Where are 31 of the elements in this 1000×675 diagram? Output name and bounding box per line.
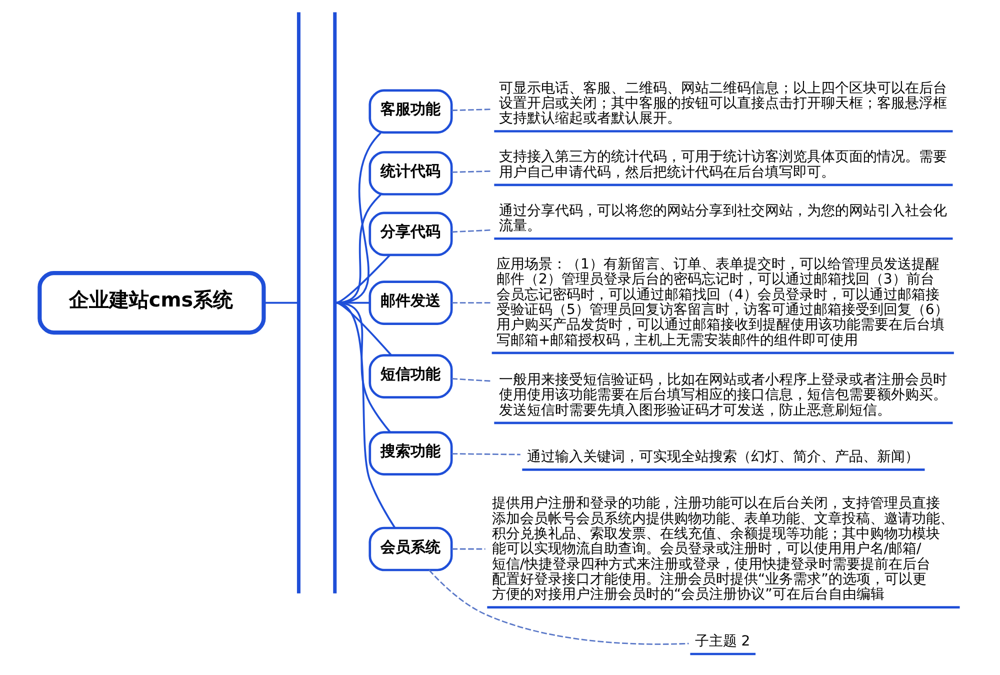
- node-bar: [333, 12, 337, 594]
- node-box: 会员系统: [368, 526, 453, 572]
- node-box: 企业建站cms系统: [38, 270, 266, 335]
- node-text: 可显示电话、客服、二维码、网站二维码信息；以上四个区块可以在后台设置开启或关闭；其中客服的按钮可以直接点击打开聊天框；客服悬浮框支持默认缩起或者默认展开。: [498, 80, 947, 127]
- node-text: 通过输入关键词，可实现全站搜索（幻灯、简介、产品、新闻）: [526, 449, 919, 466]
- node-text: 子主题 2: [694, 633, 750, 650]
- node-text: 通过分享代码，可以将您的网站分享到社交网站，为您的网站引入社会化流量。: [498, 202, 947, 234]
- node-text: 一般用来接受短信验证码，比如在网站或者小程序上登录或者注册会员时使用使用该功能需要在后台填写相应的接口信息，短信包需要额外购买。发送短信时需要先填入图形验证码才可发送，防止恶意刷短信。: [498, 372, 947, 418]
- node-box: 客服功能: [368, 89, 453, 134]
- node-bar: [296, 12, 300, 594]
- connector: [336, 302, 391, 433]
- node-text: 应用场景：（1）有新留言、订单、表单提交时，可以给管理员发送提醒邮件（2）管理员登录后台的密码忘记时，可以通过邮箱找回（3）前台会员忘记密码时，可以通过邮箱找回（4）会员登录时，可以通过邮箱接受验证码（5）管理员回复访客留言时，访客可通过邮箱接受到回复（6）用户购买产品发货时，可以通过邮箱接收到提醒使用该功能需要在后台填写邮箱+邮箱授权码，主机上无需安装邮件的组件即可使用: [496, 256, 948, 348]
- node-box: 短信功能: [368, 354, 453, 398]
- connector: [452, 378, 492, 382]
- node-box: 邮件发送: [368, 280, 453, 325]
- connector: [452, 229, 492, 233]
- connector: [336, 254, 391, 304]
- connector: [452, 453, 520, 456]
- connector: [452, 548, 486, 550]
- connector: [428, 570, 689, 645]
- node-box: 统计代码: [368, 151, 453, 196]
- connector: [452, 170, 492, 173]
- connector: [452, 302, 490, 304]
- connector: [264, 302, 298, 304]
- node-text: 提供用户注册和登录的功能，注册功能可以在后台关闭，支持管理员直接添加会员帐号会员系统内提供购物功能、表单功能、文章投稿、邀请功能、积分兑换礼品、索取发票、在线充值、余额提现等功能；其中购物功模块能可以实现物流自助查询。会员登录或注册时，可以使用用户名/邮箱/短信/快捷登录四种方式来注册或登录，使用快捷登录时需要提前在后台配置好登录接口才能使用。注册会员时提供“业务需求”的选项，可以更方便的对接用户注册会员时的“会员注册协议”可在后台自由编辑: [492, 496, 954, 603]
- connector: [336, 302, 392, 356]
- node-box: 分享代码: [368, 212, 453, 256]
- node-box: 搜索功能: [368, 431, 453, 476]
- connector: [452, 108, 492, 112]
- node-text: 支持接入第三方的统计代码，可用于统计访客浏览具体页面的情况。需要用户自己申请代码，然后把统计代码在后台填写即可。: [498, 149, 947, 180]
- connector: [336, 302, 396, 528]
